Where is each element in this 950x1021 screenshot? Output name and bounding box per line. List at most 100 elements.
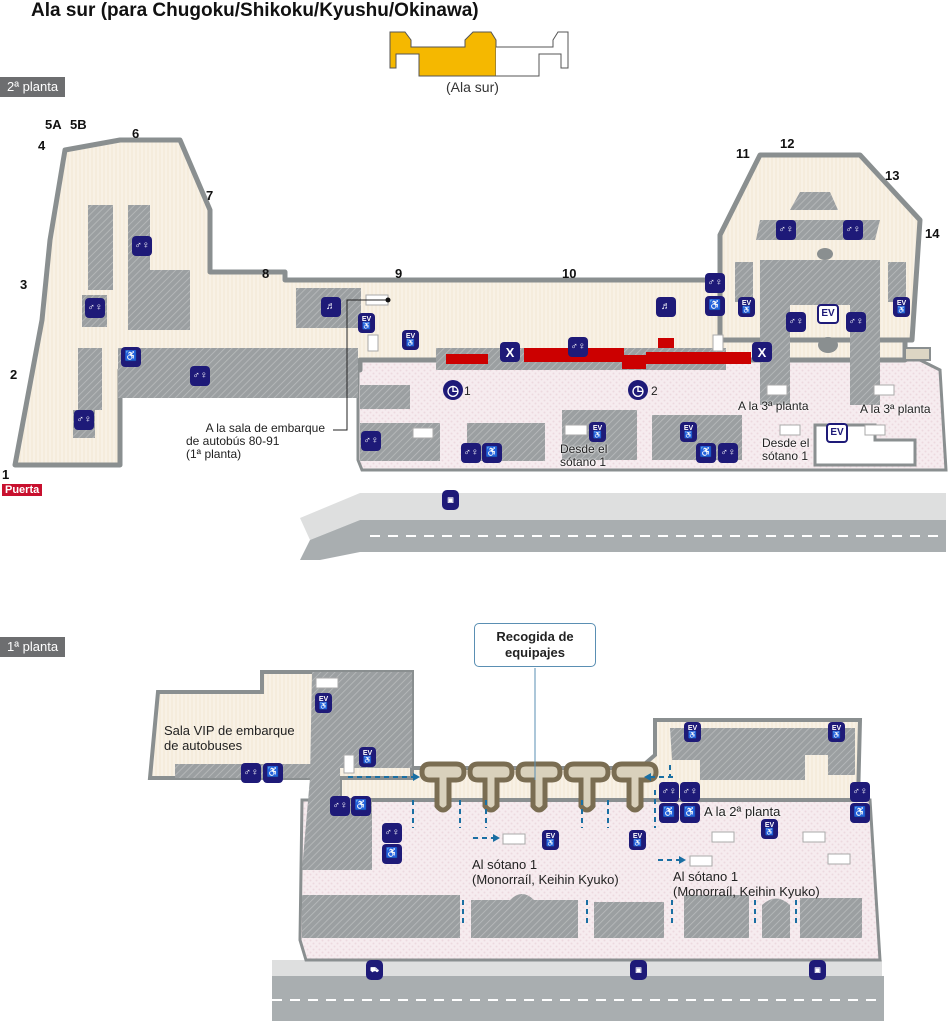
- stairs-icon: [827, 853, 851, 865]
- block: [762, 898, 790, 938]
- elevator-icon: EV♿: [589, 422, 606, 442]
- callout-line1: Recogida de: [496, 629, 574, 644]
- gate-5a: 5A: [45, 117, 62, 132]
- arrow-head: [493, 834, 500, 842]
- sidewalk: [272, 960, 882, 976]
- restroom-icon: ♂♀: [241, 763, 261, 783]
- from-basement-label-a: Desde el sótano 1: [560, 443, 607, 469]
- elevator-icon: EV: [826, 423, 848, 443]
- other-wing-outline: [496, 31, 569, 77]
- floor-2-label: 2ª planta: [0, 77, 66, 97]
- checkpoint-number-1: 1: [464, 384, 471, 398]
- wheelchair-icon: ♿: [263, 763, 283, 783]
- restroom-icon: ♂♀: [705, 273, 725, 293]
- block: [735, 262, 753, 302]
- checkin-counter: [446, 354, 488, 364]
- bus-lounge-label-line1: A la sala de embarque: [205, 421, 325, 435]
- gate-6: 6: [132, 126, 140, 141]
- baggage-claim-callout: Recogida de equipajes: [474, 623, 596, 667]
- restroom-icon: ♂♀: [718, 443, 738, 463]
- wheelchair-icon: ♿: [850, 803, 870, 823]
- gate-10: 10: [562, 266, 577, 281]
- xray-icon: X: [500, 342, 520, 362]
- basement-a-line2: (Monorraíl, Keihin Kyuko): [472, 872, 619, 887]
- arrow-head: [644, 773, 651, 781]
- gate-13: 13: [885, 168, 900, 183]
- elevator-icon: EV♿: [680, 422, 697, 442]
- wing-key-map: [389, 31, 569, 77]
- restroom-icon: ♂♀: [776, 220, 796, 240]
- bus-icon: ▣: [809, 960, 826, 980]
- block: [904, 347, 931, 361]
- bus-lounge-label: A la sala de embarque de autobús 80-91 (…: [172, 422, 340, 461]
- stairs-icon: [711, 831, 735, 843]
- stairs-icon: [315, 677, 339, 689]
- floor-2-map: [12, 137, 948, 560]
- baggage-carousel: [515, 761, 563, 813]
- baggage-carousel: [467, 761, 515, 813]
- wheelchair-icon: ♿: [680, 803, 700, 823]
- block: [302, 895, 460, 938]
- gate-1: 1: [2, 467, 10, 482]
- stairs-icon: [712, 334, 724, 352]
- elevator-icon: EV♿: [542, 830, 559, 850]
- restroom-icon: ♂♀: [843, 220, 863, 240]
- stairs-icon: [802, 831, 826, 843]
- restroom-icon: ♂♀: [74, 410, 94, 430]
- block: [790, 192, 838, 210]
- stairs-icon: [564, 424, 588, 436]
- stairs-icon: [864, 424, 886, 436]
- restroom-icon: ♂♀: [382, 823, 402, 843]
- checkpoint-number-2: 2: [651, 384, 658, 398]
- road: [272, 976, 884, 1021]
- restroom-icon: ♂♀: [330, 796, 350, 816]
- stairs-icon: [766, 384, 788, 396]
- elevator-icon: EV♿: [402, 330, 419, 350]
- from-basement-a-line2: sótano 1: [560, 455, 607, 469]
- restroom-icon: ♂♀: [786, 312, 806, 332]
- restroom-icon: ♂♀: [85, 298, 105, 318]
- stairs-icon: [343, 754, 355, 774]
- arrow-head: [413, 773, 420, 781]
- gate-5b: 5B: [70, 117, 87, 132]
- floor-1-map: [147, 668, 884, 1021]
- stairs-icon: [873, 384, 895, 396]
- escalator-well: [818, 337, 838, 353]
- block: [670, 728, 855, 780]
- basement-a-line1: Al sótano 1: [472, 857, 538, 872]
- block: [594, 902, 664, 938]
- block: [78, 348, 102, 410]
- gate-4: 4: [38, 138, 46, 153]
- key-map-caption: (Ala sur): [446, 79, 499, 95]
- lounge-icon: ♬: [656, 297, 676, 317]
- vip-lounge-label: Sala VIP de embarque de autobuses: [164, 723, 295, 753]
- xray-icon: X: [752, 342, 772, 362]
- elevator-icon: EV: [817, 304, 839, 324]
- wheelchair-icon: ♿: [659, 803, 679, 823]
- elevator-icon: EV♿: [358, 313, 375, 333]
- checkin-counter: [646, 352, 751, 364]
- wheelchair-icon: ♿: [382, 844, 402, 864]
- basement-b-line1: Al sótano 1: [673, 869, 739, 884]
- stairs-icon: [502, 833, 526, 845]
- bus-icon: ▣: [630, 960, 647, 980]
- basement-label-a: Al sótano 1 (Monorraíl, Keihin Kyuko): [472, 857, 619, 887]
- gate-14: 14: [925, 226, 940, 241]
- gate-11: 11: [736, 146, 750, 161]
- restroom-icon: ♂♀: [461, 443, 481, 463]
- leader-line: [333, 299, 388, 431]
- block: [88, 205, 113, 290]
- block: [302, 672, 412, 870]
- sidewalk: [300, 493, 946, 540]
- wheelchair-icon: ♿: [482, 443, 502, 463]
- restroom-icon: ♂♀: [568, 337, 588, 357]
- block: [684, 895, 749, 938]
- vip-lounge-label-line1: Sala VIP de embarque: [164, 723, 295, 738]
- baggage-carousel: [611, 761, 659, 813]
- arrow-head: [679, 856, 686, 864]
- stairs-icon: [367, 334, 379, 352]
- wheelchair-icon: ♿: [696, 443, 716, 463]
- elevator-icon: EV♿: [893, 297, 910, 317]
- basement-b-line2: (Monorraíl, Keihin Kyuko): [673, 884, 820, 899]
- to-2f-label: A la 2ª planta: [704, 804, 781, 819]
